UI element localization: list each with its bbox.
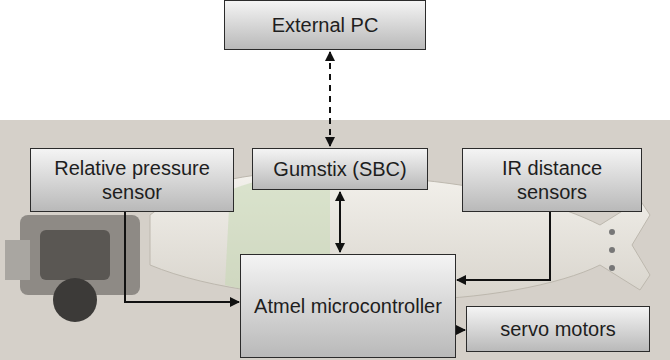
process-box: servo motors	[466, 306, 650, 352]
process-box: External PC	[224, 0, 426, 50]
box-label: servo motors	[500, 317, 616, 341]
motor-part	[40, 230, 110, 280]
connector-arrow	[456, 329, 465, 331]
process-box: Atmel microcontroller	[240, 254, 456, 358]
bracket-part	[5, 240, 30, 280]
connector-arrow	[339, 192, 341, 252]
connector-arrow	[125, 212, 239, 302]
box-label: External PC	[272, 13, 379, 37]
gear-part	[53, 278, 97, 322]
box-label: Gumstix (SBC)	[273, 157, 406, 181]
sensor-dot	[609, 229, 615, 235]
photo-ground	[0, 120, 670, 360]
box-label: Atmel microcontroller	[254, 294, 442, 318]
connector-arrow	[457, 212, 550, 280]
connector-arrow	[329, 52, 331, 146]
box-label: IR distance sensors	[471, 156, 633, 204]
photo-haze	[0, 120, 670, 360]
process-box: IR distance sensors	[462, 148, 642, 212]
sensor-dot	[609, 247, 615, 253]
process-box: Relative pressure sensor	[30, 148, 234, 212]
box-label: Relative pressure sensor	[39, 156, 225, 204]
process-box: Gumstix (SBC)	[252, 148, 428, 190]
sensor-dot	[609, 265, 615, 271]
